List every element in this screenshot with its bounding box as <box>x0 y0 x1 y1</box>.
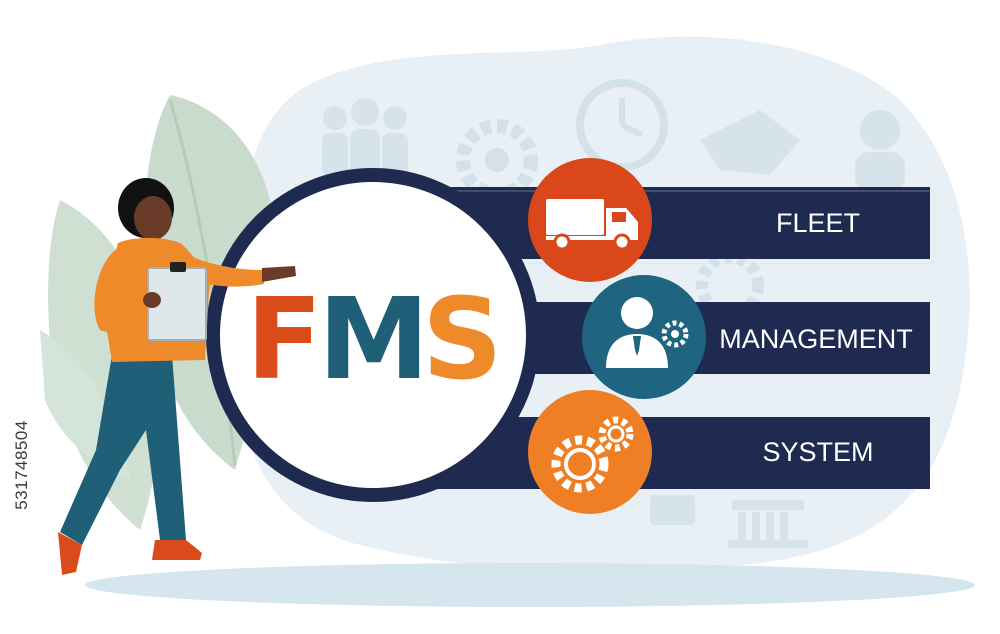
row-label-management: MANAGEMENT <box>719 324 913 354</box>
person-icon <box>855 110 905 192</box>
fms-ring <box>206 168 540 502</box>
acronym-letter-f: F <box>246 275 323 405</box>
row-label-fleet: FLEET <box>776 208 860 238</box>
truck-icon <box>546 199 638 251</box>
ground-shadow <box>85 563 975 607</box>
acronym-letter-m: M <box>318 275 429 405</box>
people-icon <box>322 98 408 179</box>
row-circle-system <box>528 390 652 514</box>
stock-id-label: 531748504 <box>12 420 31 510</box>
gears-icon <box>551 416 634 493</box>
building-icon <box>728 500 808 548</box>
manager-gear-icon <box>606 297 689 368</box>
truck-icon <box>650 495 695 525</box>
acronym-letter-s: S <box>422 275 503 405</box>
row-label-system: SYSTEM <box>762 437 873 467</box>
row-circle-management <box>582 275 706 399</box>
row-circle-fleet <box>528 158 652 282</box>
woman-figure <box>58 178 296 575</box>
handshake-icon <box>700 110 800 175</box>
